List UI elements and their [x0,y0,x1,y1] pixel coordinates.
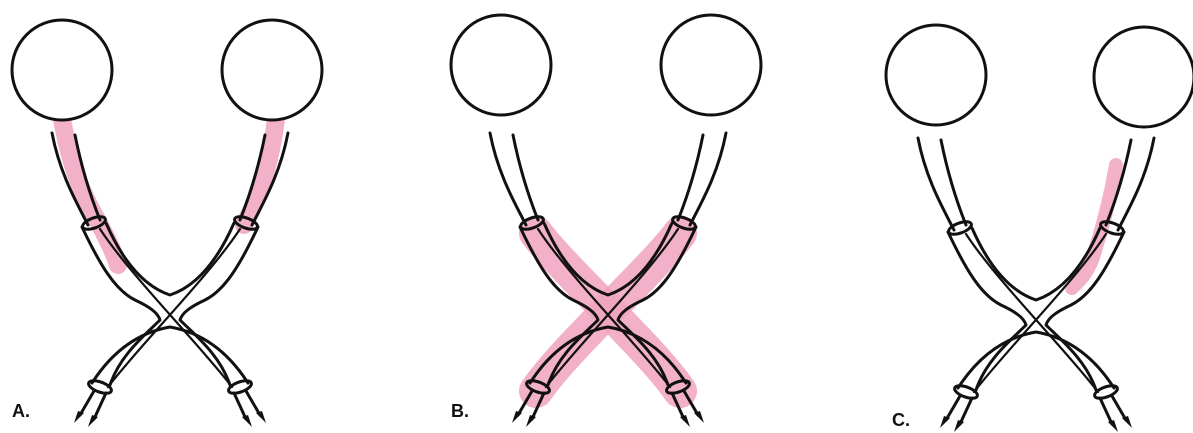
panel-label-c: C. [892,410,910,430]
panel-a: A. [12,20,322,427]
right-eye [661,15,761,115]
left-eye [12,20,112,120]
left-eye [451,15,551,115]
right-eye [222,20,322,120]
panel-label-b: B. [451,401,469,421]
panel-b: B. [451,15,761,427]
right-eye [1094,27,1193,127]
optic-pathway [490,133,726,427]
panel-c: C. [886,25,1193,432]
panel-label-a: A. [12,401,30,421]
left-eye [886,25,986,125]
optic-pathway [52,133,288,427]
